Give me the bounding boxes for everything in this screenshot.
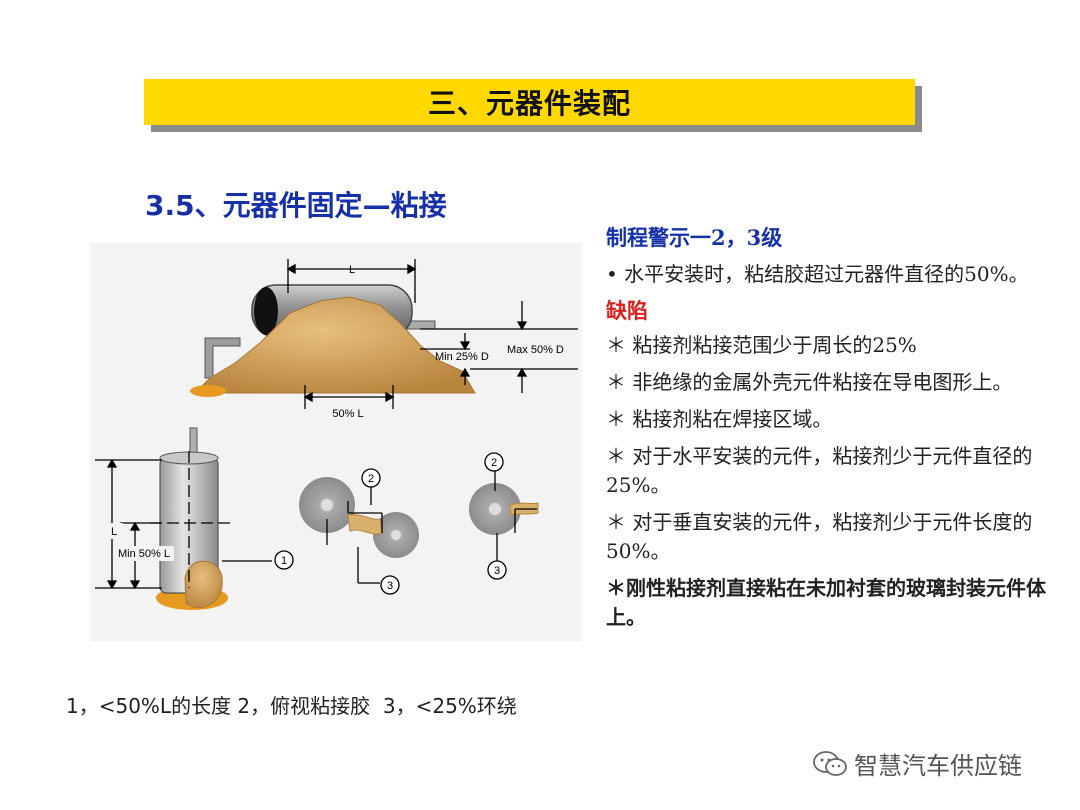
label-50L: 50% L (332, 408, 363, 420)
label-min50L-bg (116, 546, 174, 561)
callout-3b-label: 3 (494, 565, 500, 577)
defect-item: ＊ 对于水平安装的元件，粘接剂少于元件直径的25%。 (606, 444, 1033, 497)
callout-2b-label: 2 (491, 457, 497, 469)
defect-item: ＊ 粘接剂粘接范围少于周长的25% (606, 333, 917, 357)
defect-item: ＊ 对于垂直安装的元件，粘接剂少于元件长度的50%。 (606, 510, 1033, 563)
callout-3a (380, 575, 400, 595)
label-L-side: L (111, 526, 117, 538)
requirements-panel: 制程警示一2，3级 • 水平安装时，粘结胶超过元器件直径的50%。 缺陷 ＊ 粘… (606, 224, 1066, 640)
watermark-text: 智慧汽车供应链 (854, 752, 1022, 780)
horizontal-dimensions (286, 259, 578, 409)
warning-bullet: • 水平安装时，粘结胶超过元器件直径的50%。 (606, 262, 1029, 286)
top-view-single-pad (469, 471, 539, 561)
callout-1 (274, 550, 294, 570)
callout-1-label: 1 (281, 555, 287, 567)
label-min25: Min 25% D (435, 351, 489, 363)
wechat-icon (813, 750, 847, 776)
callout-2a (361, 468, 381, 488)
section-title: 三、元器件装配 (427, 87, 631, 120)
process-warning-heading: 制程警示一2，3级 (606, 225, 783, 250)
label-L-top: L (349, 264, 355, 276)
callout-2a-label: 2 (368, 473, 374, 485)
adhesive-diagram: L Min 25% D Max 50% D 50% L L Min 50% L … (90, 243, 582, 641)
label-min50L: Min 50% L (118, 548, 170, 560)
figure-caption: 1，<50%L的长度 2，俯视粘接胶 3，<25%环绕 (66, 694, 517, 718)
section-banner: 三、元器件装配 (144, 79, 915, 125)
subsection-title: 3.5、元器件固定—粘接 (145, 189, 447, 222)
defect-item: ＊ 非绝缘的金属外壳元件粘接在导电图形上。 (606, 370, 1013, 394)
callout-2b (484, 452, 504, 472)
vertical-component (150, 427, 230, 610)
top-view-two-pads (299, 477, 419, 584)
label-max50: Max 50% D (507, 344, 564, 356)
label-L-side-bg (105, 523, 123, 539)
callout-3b (487, 560, 507, 580)
horizontal-component (190, 284, 476, 397)
defect-item-bold: ＊刚性粘接剂直接粘在未加衬套的玻璃封装元件体上。 (606, 576, 1046, 629)
defect-item: ＊ 粘接剂粘在焊接区域。 (606, 407, 833, 431)
callout-3a-label: 3 (387, 580, 393, 592)
defect-heading: 缺陷 (606, 298, 648, 323)
watermark: 智慧汽车供应链 (812, 746, 1022, 781)
